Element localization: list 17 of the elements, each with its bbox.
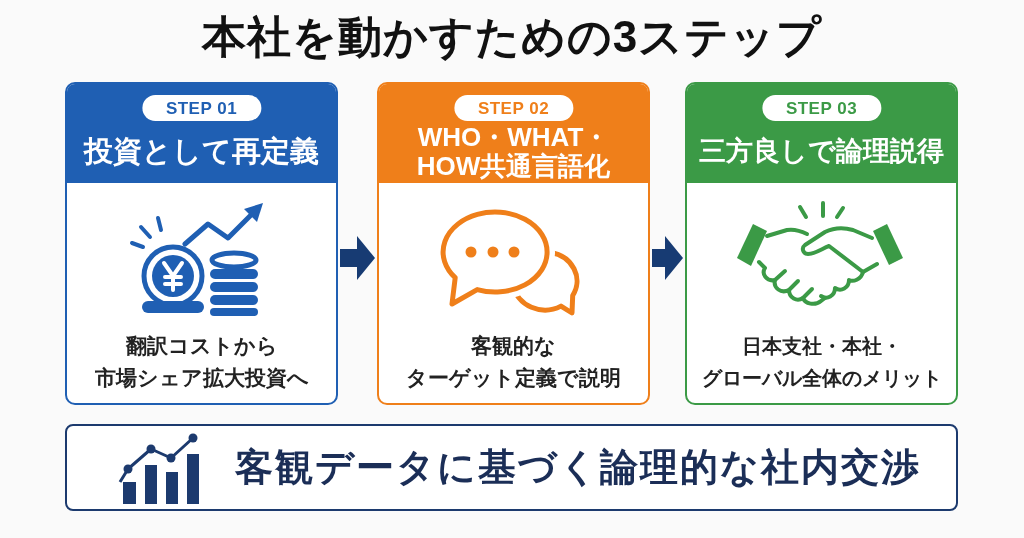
step-card — [65, 82, 338, 405]
title: 本社を動かすための3ステップ — [201, 11, 823, 63]
step-badge: STEP 01 — [141, 95, 262, 121]
step-badge: STEP 02 — [453, 95, 574, 121]
card-title: WHO・WHAT・HOW共通言語化 — [415, 123, 612, 181]
step-card — [685, 82, 958, 405]
arrow — [340, 236, 375, 280]
card-text: 客観的なターゲット定義で説明 — [405, 333, 622, 391]
step-badge: STEP 03 — [761, 95, 882, 121]
summary-banner — [65, 424, 958, 511]
step-card — [377, 82, 650, 405]
banner-text: 客観データに基づく論理的な社内交渉 — [235, 445, 921, 490]
card-text: 日本支社・本社・グローバル全体のメリット — [700, 334, 943, 391]
card-title: 三方良しで論理説得 — [699, 135, 944, 168]
arrow — [652, 236, 683, 280]
card-text: 翻訳コストから市場シェア拡大投資へ — [93, 333, 310, 391]
card-title: 投資として再定義 — [84, 134, 319, 168]
